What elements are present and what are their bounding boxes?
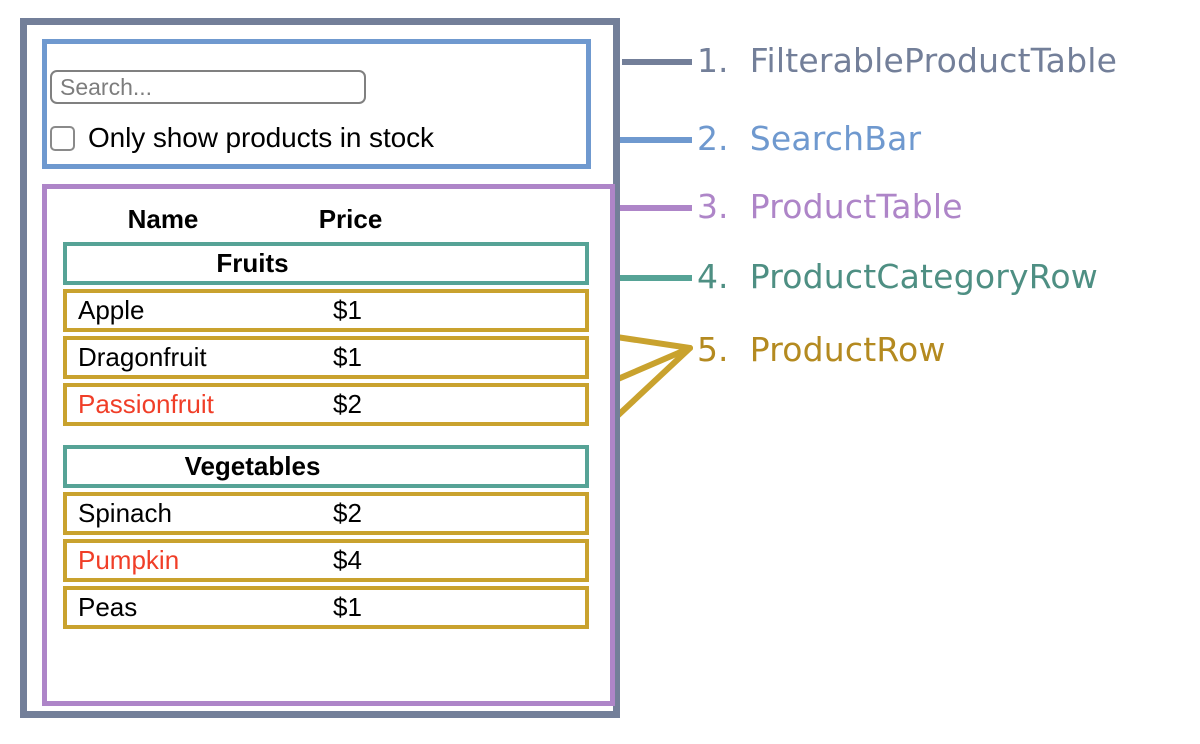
- connector-line-search-bar: [594, 137, 692, 143]
- column-header-price: Price: [318, 204, 383, 234]
- legend-item-filterable-product-table: 1. FilterableProductTable: [697, 41, 1117, 80]
- legend-item-search-bar: 2. SearchBar: [697, 119, 921, 158]
- product-price: $2: [333, 498, 362, 528]
- product-row: Dragonfruit $1: [63, 336, 589, 379]
- legend-item-product-row: 5. ProductRow: [697, 330, 946, 369]
- connector-line-product-table: [600, 205, 692, 211]
- legend-label: ProductCategoryRow: [749, 257, 1098, 296]
- product-price: $1: [333, 342, 362, 372]
- column-header-name: Name: [127, 204, 199, 234]
- search-input-placeholder: Search...: [60, 74, 153, 100]
- legend-number: 1.: [697, 41, 739, 80]
- product-table-frame: Name Price Fruits Apple $1 Dragonfruit $…: [42, 184, 615, 706]
- legend-label: SearchBar: [749, 119, 922, 158]
- product-name: Apple: [78, 295, 145, 325]
- legend-item-product-table: 3. ProductTable: [697, 187, 963, 226]
- in-stock-filter-row[interactable]: Only show products in stock: [50, 118, 434, 158]
- product-name: Peas: [78, 592, 138, 622]
- connector-line-product-category-row: [583, 275, 692, 281]
- product-category-row: Vegetables: [63, 445, 589, 488]
- product-price: $1: [333, 592, 362, 622]
- product-table-header-row: Name Price: [63, 197, 589, 242]
- product-row: Peas $1: [63, 586, 589, 629]
- section-spacer: [63, 430, 589, 445]
- search-input[interactable]: Search...: [50, 70, 366, 104]
- product-category-label: Fruits: [216, 248, 289, 278]
- legend-label: FilterableProductTable: [749, 41, 1118, 80]
- search-bar-frame: [42, 39, 591, 169]
- legend-number: 2.: [697, 119, 739, 158]
- product-row: Passionfruit $2: [63, 383, 589, 426]
- legend-label: ProductTable: [749, 187, 963, 226]
- product-name: Spinach: [78, 498, 172, 528]
- in-stock-checkbox-label: Only show products in stock: [88, 122, 434, 153]
- legend-label: ProductRow: [749, 330, 946, 369]
- legend-number: 4.: [697, 257, 739, 296]
- product-category-row: Fruits: [63, 242, 589, 285]
- product-row: Apple $1: [63, 289, 589, 332]
- product-price: $1: [333, 295, 362, 325]
- product-name: Dragonfruit: [78, 342, 207, 372]
- product-table-content: Name Price Fruits Apple $1 Dragonfruit $…: [63, 197, 589, 633]
- product-name: Pumpkin: [78, 545, 180, 575]
- product-price: $4: [333, 545, 362, 575]
- legend-number: 5.: [697, 330, 739, 369]
- legend-item-product-category-row: 4. ProductCategoryRow: [697, 257, 1098, 296]
- product-price: $2: [333, 389, 362, 419]
- product-name: Passionfruit: [78, 389, 214, 419]
- in-stock-checkbox[interactable]: [50, 125, 75, 151]
- legend-number: 3.: [697, 187, 739, 226]
- product-row: Spinach $2: [63, 492, 589, 535]
- product-row: Pumpkin $4: [63, 539, 589, 582]
- connector-line-filterable-product-table: [622, 59, 692, 65]
- product-category-label: Vegetables: [184, 451, 321, 481]
